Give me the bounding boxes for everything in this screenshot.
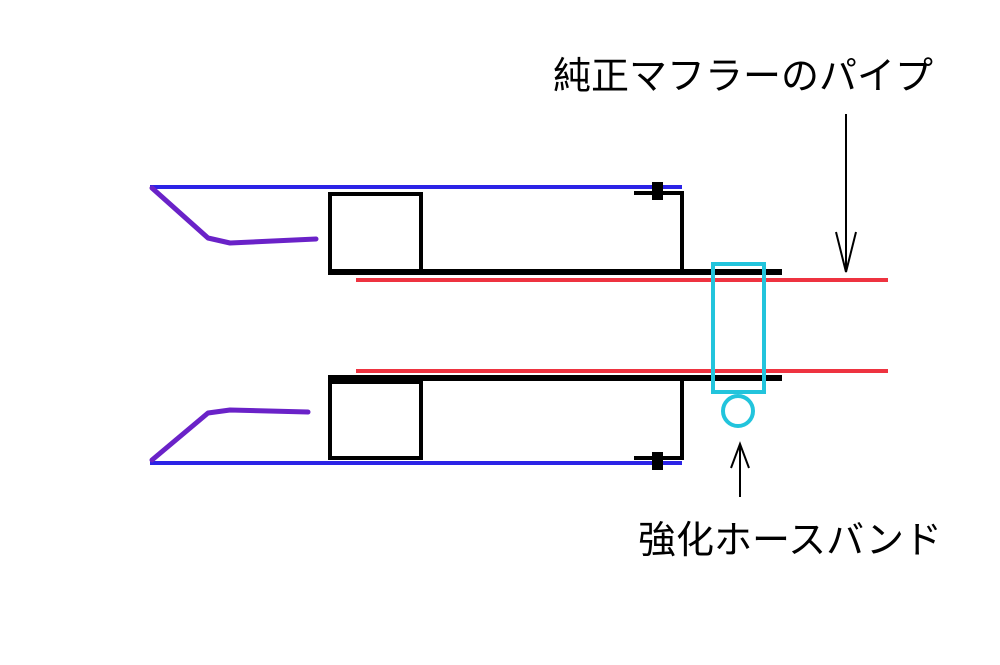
rivet-top bbox=[652, 182, 663, 200]
inner-shell-bottom-curve bbox=[149, 407, 311, 463]
original-muffler-pipe bbox=[356, 278, 888, 373]
hose-band-label: 強化ホースバンド bbox=[638, 518, 943, 562]
band-arrow bbox=[730, 441, 750, 497]
rivet-bottom bbox=[652, 452, 663, 470]
hose-band-screw-circle bbox=[721, 394, 755, 428]
reinforced-hose-band bbox=[711, 262, 766, 428]
tip-end-wall-bottom bbox=[634, 380, 684, 460]
tip-block-bottom bbox=[328, 380, 423, 460]
band-arrow-head bbox=[730, 441, 750, 469]
pipe-arrow bbox=[835, 114, 857, 273]
pipe-label: 純正マフラーのパイプ bbox=[553, 54, 934, 98]
inner-shell-top-curve bbox=[149, 185, 319, 246]
hose-band-rect bbox=[711, 262, 766, 394]
tip-block-top bbox=[328, 192, 423, 273]
tip-end-wall-top bbox=[634, 191, 684, 271]
pipe-arrow-head bbox=[835, 231, 857, 273]
muffler-tip-lower bbox=[149, 375, 782, 470]
muffler-tip-upper bbox=[149, 182, 782, 275]
